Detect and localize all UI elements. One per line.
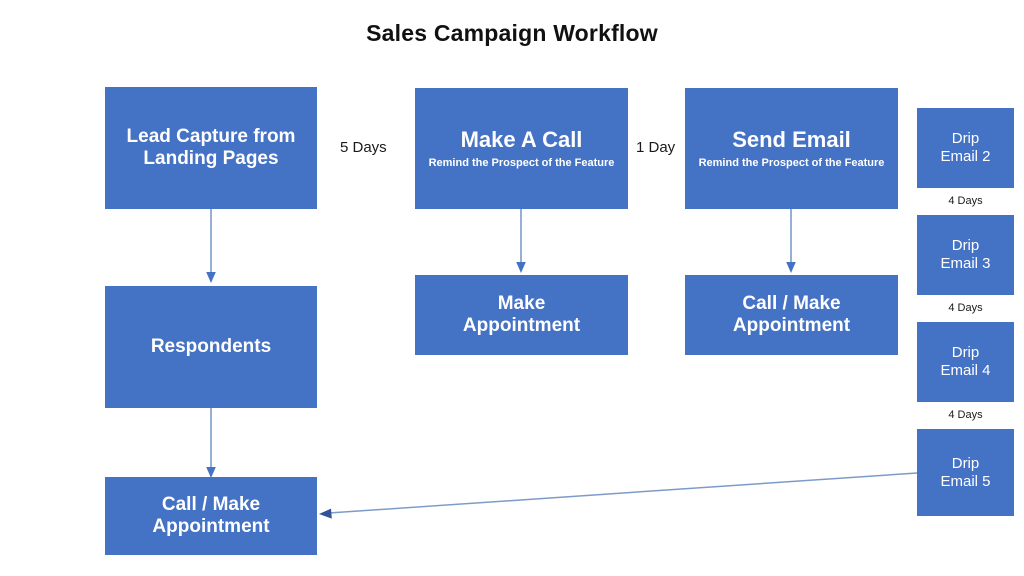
connector-email-to-call-make bbox=[786, 209, 796, 273]
box-call-make-appointment-right[interactable]: Call / Make Appointment bbox=[685, 275, 898, 355]
box-make-a-call-subtitle: Remind the Prospect of the Feature bbox=[428, 156, 615, 169]
box-make-appointment[interactable]: Make Appointment bbox=[415, 275, 628, 355]
box-make-a-call-label: Make A Call bbox=[460, 127, 583, 153]
box-make-appointment-label: Make Appointment bbox=[462, 292, 581, 336]
box-make-a-call[interactable]: Make A Call Remind the Prospect of the F… bbox=[415, 88, 628, 209]
delay-label-drip-3-to-4: 4 Days bbox=[948, 302, 983, 314]
box-call-make-appointment-right-label: Call / Make Appointment bbox=[732, 292, 851, 336]
delay-label-call-to-email: 1 Day bbox=[636, 139, 676, 156]
box-call-make-appointment-left[interactable]: Call / Make Appointment bbox=[105, 477, 317, 555]
connector-call-to-make-appointment bbox=[516, 209, 526, 273]
box-lead-capture-label: Lead Capture from Landing Pages bbox=[126, 125, 296, 169]
connector-lead-to-respondents bbox=[206, 209, 216, 283]
box-drip-email-5-label: Drip Email 5 bbox=[940, 454, 991, 490]
box-drip-email-3[interactable]: Drip Email 3 bbox=[917, 215, 1014, 295]
box-respondents[interactable]: Respondents bbox=[105, 286, 317, 408]
box-call-make-appointment-left-label: Call / Make Appointment bbox=[152, 493, 270, 537]
box-send-email-label: Send Email bbox=[732, 127, 851, 153]
box-drip-email-3-label: Drip Email 3 bbox=[940, 237, 991, 272]
box-drip-email-4[interactable]: Drip Email 4 bbox=[917, 322, 1014, 402]
box-lead-capture[interactable]: Lead Capture from Landing Pages bbox=[105, 87, 317, 209]
delay-label-lead-to-call: 5 Days bbox=[340, 139, 387, 156]
delay-label-drip-4-to-5: 4 Days bbox=[948, 409, 983, 421]
connector-respondents-to-call-make bbox=[206, 408, 216, 478]
box-drip-email-4-label: Drip Email 4 bbox=[940, 344, 991, 379]
connector-drip-5-to-call-make-appointment bbox=[319, 472, 918, 519]
box-respondents-label: Respondents bbox=[150, 335, 272, 357]
box-drip-email-2[interactable]: Drip Email 2 bbox=[917, 108, 1014, 188]
page-title: Sales Campaign Workflow bbox=[366, 20, 658, 46]
box-send-email-subtitle: Remind the Prospect of the Feature bbox=[698, 156, 885, 169]
box-drip-email-2-label: Drip Email 2 bbox=[940, 130, 991, 165]
box-send-email[interactable]: Send Email Remind the Prospect of the Fe… bbox=[685, 88, 898, 209]
box-drip-email-5[interactable]: Drip Email 5 bbox=[917, 429, 1014, 516]
delay-label-drip-2-to-3: 4 Days bbox=[948, 195, 983, 207]
